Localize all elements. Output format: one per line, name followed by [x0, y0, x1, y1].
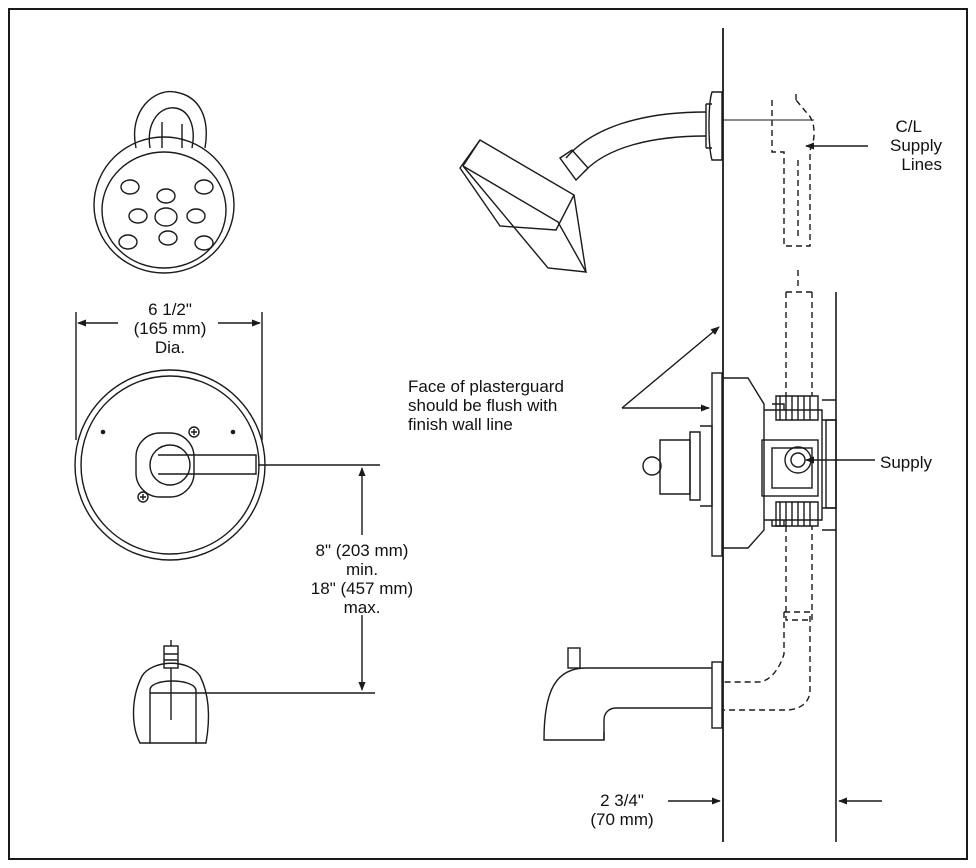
- height-label-line: 18" (457 mm): [310, 579, 414, 598]
- supply-lines-label-line: Supply: [890, 136, 942, 155]
- leader-arrows: [621, 142, 875, 464]
- tub-spout-side-view: [543, 647, 723, 741]
- showerhead-front-view: [93, 90, 235, 274]
- frame-border: [8, 8, 968, 860]
- upper-supply-pipe: [771, 92, 815, 247]
- height-label-line: max.: [343, 598, 381, 617]
- supply-lines-label: C/L Supply Lines: [860, 117, 942, 174]
- plasterguard-label: Face of plasterguard should be flush wit…: [408, 377, 564, 434]
- plasterguard-label-line: Face of plasterguard: [408, 377, 564, 396]
- valve-side-view: [642, 372, 837, 557]
- plasterguard-label-line: finish wall line: [408, 415, 513, 434]
- valve-supply-pipes: [785, 291, 813, 621]
- diameter-label: 6 1/2" (165 mm) Dia.: [110, 300, 230, 357]
- plasterguard-label-line: should be flush with: [408, 396, 558, 415]
- supply-lines-label-line: C/L: [895, 117, 922, 136]
- height-label-line: min.: [345, 560, 379, 579]
- diameter-label-line: 6 1/2": [148, 300, 192, 319]
- supply-lines-label-line: Lines: [901, 155, 942, 174]
- showerhead-side-view: [459, 91, 814, 273]
- depth-label: 2 3/4" (70 mm): [572, 791, 672, 829]
- diameter-label-line: Dia.: [154, 338, 186, 357]
- depth-label-line: 2 3/4": [600, 791, 644, 810]
- height-dimension: [150, 464, 380, 694]
- valve-trim-front-view: [74, 369, 266, 561]
- depth-label-line: (70 mm): [590, 810, 654, 829]
- tub-spout-front-view: [132, 640, 210, 744]
- height-label: 8" (203 mm) min. 18" (457 mm) max.: [292, 541, 432, 617]
- diameter-dimension: [75, 312, 263, 440]
- height-label-line: 8" (203 mm): [315, 541, 409, 560]
- supply-label: Supply: [880, 453, 932, 472]
- diameter-label-line: (165 mm): [133, 319, 207, 338]
- spout-supply-pipe: [724, 611, 811, 711]
